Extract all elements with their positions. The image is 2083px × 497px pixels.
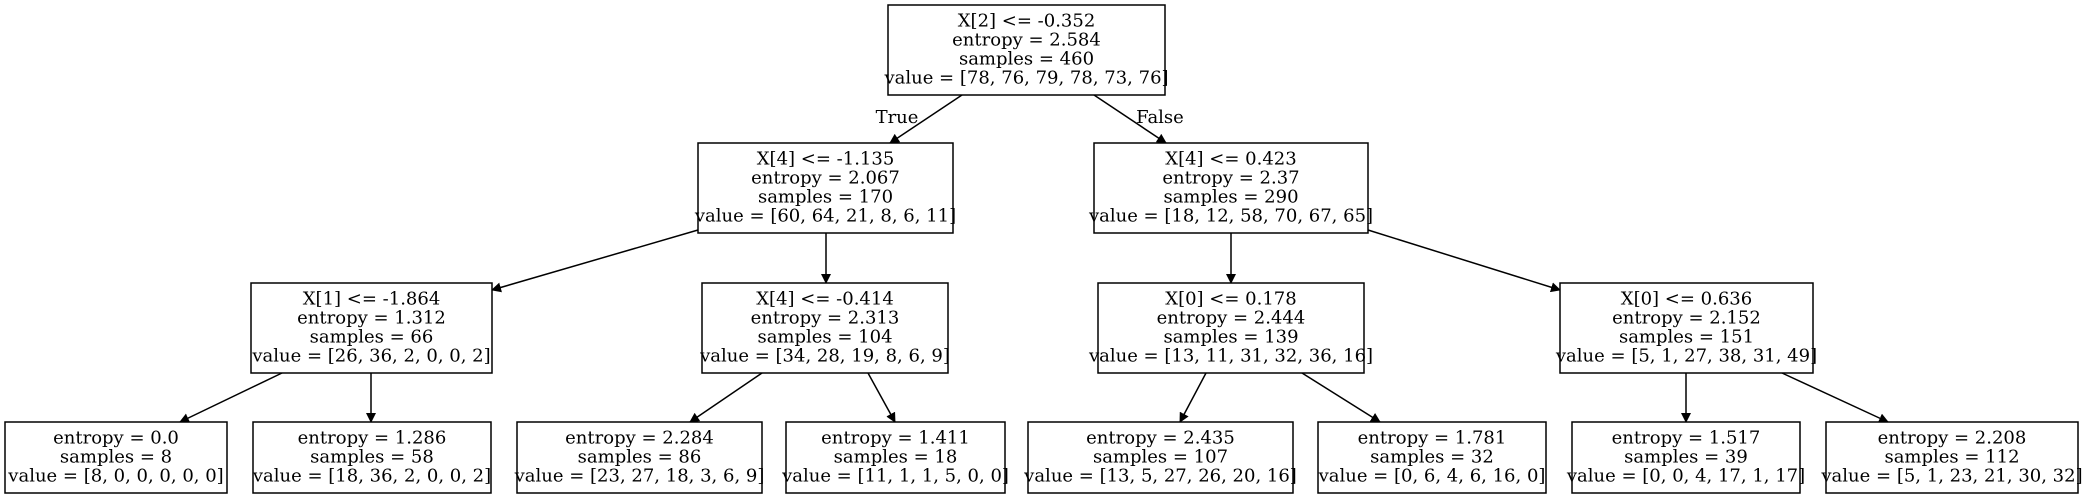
node-box [1825,421,2079,494]
node-box [1097,282,1365,374]
node-samples: samples = 170 [758,187,893,208]
node-value: value = [8, 0, 0, 0, 0, 0] [7,466,223,487]
edge-n4-n9 [689,372,763,423]
node-samples: samples = 8 [60,447,172,468]
node-value: value = [18, 12, 58, 70, 67, 65] [1088,206,1373,227]
node-box [697,142,954,234]
node-box [1559,282,1814,374]
edge-n2-n6 [1367,229,1561,293]
node-value: value = [78, 76, 79, 78, 73, 76] [883,68,1168,89]
node-box [1027,421,1294,494]
edge-n1-n3 [491,229,699,293]
node-value: value = [34, 28, 19, 8, 6, 9] [699,346,950,367]
node-box [701,282,949,374]
node-split-condition: X[1] <= -1.864 [303,289,441,310]
node-box [887,4,1166,96]
node-entropy: entropy = 2.37 [1162,168,1299,189]
edge-n6-n14 [1781,372,1889,423]
edge-n0-n1 [889,94,963,144]
edge-n5-n12 [1301,372,1381,423]
node-value: value = [0, 0, 4, 17, 1, 17] [1566,466,1805,487]
node-entropy: entropy = 2.444 [1157,308,1306,329]
node-split-condition: X[4] <= -0.414 [756,289,894,310]
node-box [250,282,493,374]
node-value: value = [18, 36, 2, 0, 0, 2] [252,466,491,487]
node-value: value = [26, 36, 2, 0, 0, 2] [251,346,490,367]
node-entropy: entropy = 2.584 [952,30,1101,51]
node-entropy: entropy = 2.313 [751,308,900,329]
node-samples: samples = 18 [834,447,958,468]
node-split-condition: X[0] <= 0.178 [1165,289,1296,310]
node-samples: samples = 139 [1163,327,1298,348]
node-box [252,421,492,494]
node-entropy: entropy = 2.152 [1612,308,1761,329]
node-entropy: entropy = 2.284 [565,428,714,449]
node-samples: samples = 290 [1163,187,1298,208]
node-split-condition: X[2] <= -0.352 [958,11,1096,32]
edge-label-true: True [876,107,919,128]
node-value: value = [23, 27, 18, 3, 6, 9] [514,466,765,487]
node-samples: samples = 66 [310,327,434,348]
node-box [785,421,1006,494]
node-entropy: entropy = 2.067 [751,168,900,189]
edge-n3-n7 [179,372,283,423]
node-value: value = [60, 64, 21, 8, 6, 11] [694,206,956,227]
node-samples: samples = 39 [1624,447,1748,468]
node-samples: samples = 112 [1884,447,2019,468]
node-entropy: entropy = 1.517 [1612,428,1761,449]
edge-n0-n2 [1093,94,1167,144]
edge-n4-n10 [867,372,896,423]
edge-label-false: False [1136,107,1184,128]
node-samples: samples = 107 [1093,447,1228,468]
node-samples: samples = 460 [959,49,1094,70]
node-samples: samples = 32 [1370,447,1494,468]
node-entropy: entropy = 1.286 [298,428,447,449]
node-samples: samples = 104 [757,327,892,348]
node-box [1093,142,1369,234]
node-box [4,421,228,494]
node-samples: samples = 151 [1619,327,1754,348]
node-split-condition: X[4] <= 0.423 [1165,149,1296,170]
node-entropy: entropy = 2.208 [1878,428,2027,449]
node-value: value = [13, 5, 27, 26, 20, 16] [1023,466,1297,487]
node-samples: samples = 58 [310,447,434,468]
node-box [1571,421,1801,494]
node-value: value = [0, 6, 4, 6, 16, 0] [1318,466,1546,487]
node-entropy: entropy = 0.0 [53,428,179,449]
node-split-condition: X[4] <= -1.135 [757,149,895,170]
node-entropy: entropy = 2.435 [1086,428,1235,449]
node-value: value = [5, 1, 27, 38, 31, 49] [1555,346,1817,367]
node-entropy: entropy = 1.312 [297,308,446,329]
node-box [1317,421,1547,494]
node-entropy: entropy = 1.781 [1358,428,1507,449]
node-entropy: entropy = 1.411 [821,428,970,449]
node-box [516,421,763,494]
edge-n5-n11 [1179,372,1207,423]
node-samples: samples = 86 [578,447,702,468]
node-value: value = [11, 1, 1, 5, 0, 0] [781,466,1009,487]
node-value: value = [13, 11, 31, 32, 36, 16] [1088,346,1373,367]
node-split-condition: X[0] <= 0.636 [1621,289,1752,310]
edges-layer: True False [179,94,1889,423]
node-value: value = [5, 1, 23, 21, 30, 32] [1820,466,2082,487]
